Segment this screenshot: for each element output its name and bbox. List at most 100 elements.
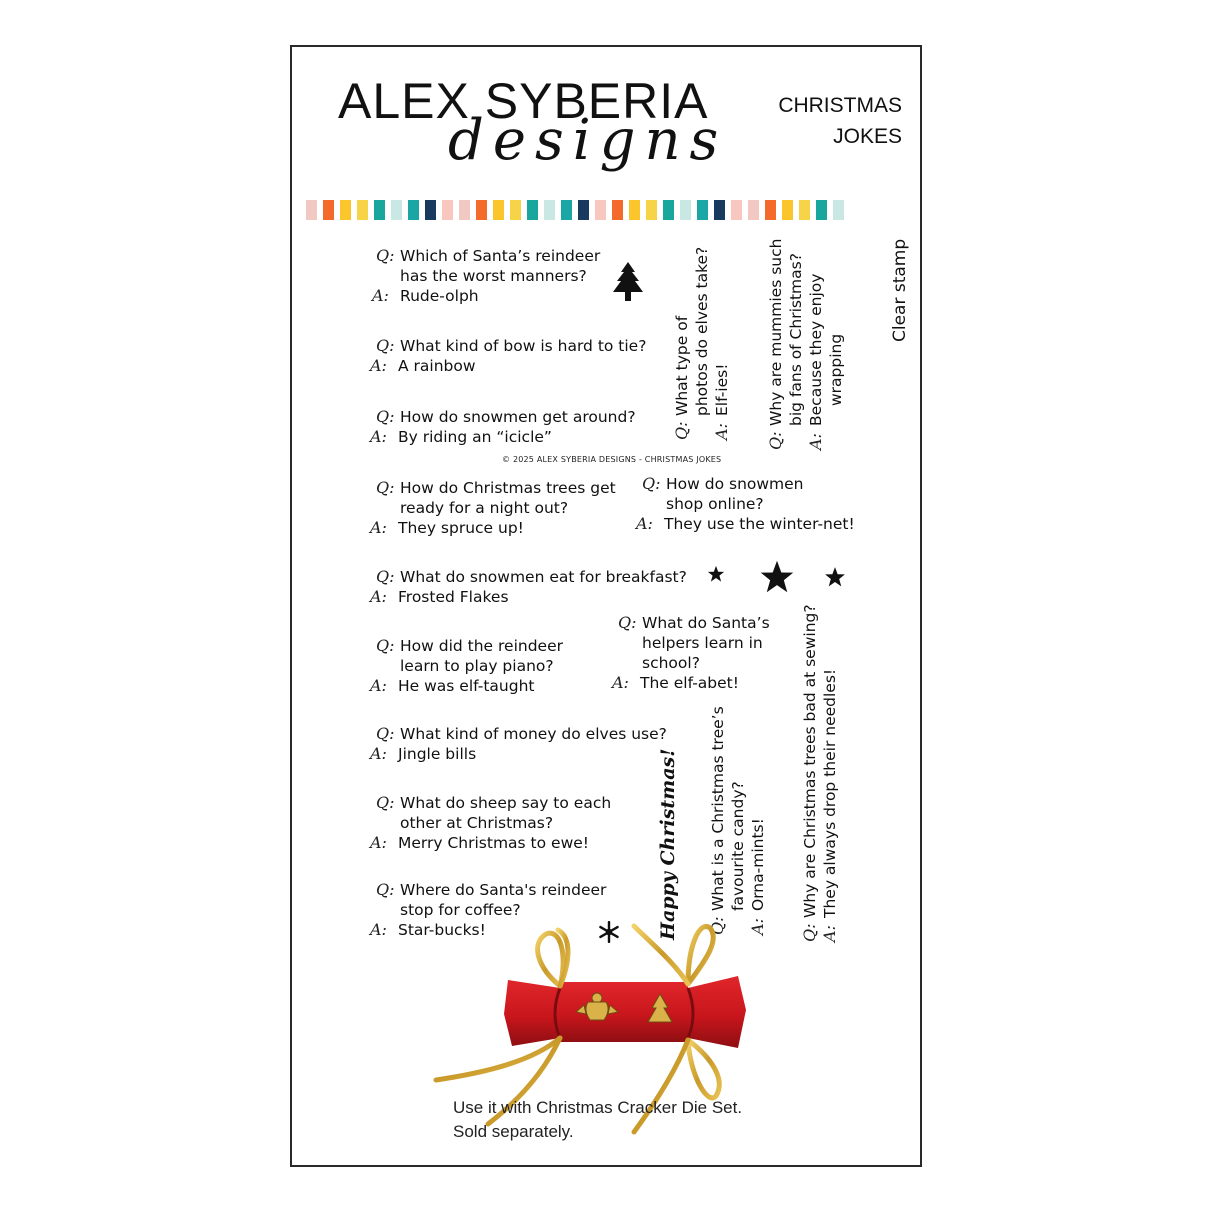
vertical-joke-2: Q: Why are mummies such big fans of Chris… — [766, 239, 846, 450]
medium-star-icon — [825, 567, 845, 587]
a-marker: A: — [806, 433, 825, 450]
question-line: ready for a night out? — [400, 499, 569, 517]
color-swatch — [765, 200, 776, 220]
question-line: What do Santa’s — [642, 614, 770, 632]
joke-9: Q:What kind of money do elves use? A:Jin… — [370, 724, 667, 764]
a-marker: A: — [370, 920, 387, 939]
color-swatch — [493, 200, 504, 220]
color-swatch — [731, 200, 742, 220]
color-swatch — [697, 200, 708, 220]
question-line: Where do Santa's reindeer — [400, 881, 607, 899]
answer-line: Star-bucks! — [398, 921, 486, 939]
answer-line: Jingle bills — [398, 745, 477, 763]
color-swatch — [612, 200, 623, 220]
color-swatch — [425, 200, 436, 220]
joke-1: Q: Which of Santa’s reindeer has the wors… — [372, 246, 601, 306]
question-line: stop for coffee? — [400, 901, 521, 919]
color-swatch — [306, 200, 317, 220]
question-line: What do sheep say to each — [400, 794, 612, 812]
question-line: other at Christmas? — [400, 814, 554, 832]
color-swatch — [578, 200, 589, 220]
answer-line: A rainbow — [398, 357, 476, 375]
a-marker: A: — [370, 587, 387, 606]
q-marker: Q: — [376, 724, 395, 743]
q-marker: Q: — [766, 431, 785, 450]
a-marker: A: — [712, 423, 731, 440]
question-line: How do snowmen get around? — [400, 408, 636, 426]
question-line: How did the reindeer — [400, 637, 563, 655]
joke-4: Q: How do Christmas trees get ready for a… — [370, 478, 616, 538]
question-line: school? — [642, 654, 700, 672]
question-line: big fans of Christmas? — [787, 253, 805, 426]
question-line: Why are Christmas trees bad at sewing? — [801, 604, 819, 918]
color-swatch — [357, 200, 368, 220]
q-marker: Q: — [642, 474, 661, 493]
tree-icon — [613, 262, 643, 301]
color-swatch — [748, 200, 759, 220]
product-title: CHRISTMAS JOKES — [742, 90, 902, 152]
a-marker: A: — [636, 514, 653, 533]
a-marker: A: — [370, 427, 387, 446]
color-swatch — [323, 200, 334, 220]
joke-10: Q: What do sheep say to each other at Chr… — [370, 793, 612, 853]
question-line: has the worst manners? — [400, 267, 587, 285]
question-line: photos do elves take? — [693, 246, 711, 416]
a-marker: A: — [370, 676, 387, 695]
color-swatch — [476, 200, 487, 220]
color-swatch — [646, 200, 657, 220]
answer-line: They use the winter-net! — [664, 515, 855, 533]
q-marker: Q: — [376, 336, 395, 355]
answer-line: Frosted Flakes — [398, 588, 509, 606]
a-marker: A: — [370, 518, 387, 537]
christmas-cracker-image — [433, 923, 746, 1135]
color-swatch — [714, 200, 725, 220]
question-line: helpers learn in — [642, 634, 763, 652]
question-line: learn to play piano? — [400, 657, 554, 675]
answer-line: Elf-ies! — [713, 363, 731, 416]
answer-line: Rude-olph — [400, 287, 479, 305]
joke-3: Q:How do snowmen get around? A:By riding… — [370, 407, 636, 447]
color-swatch — [782, 200, 793, 220]
q-marker: Q: — [376, 246, 395, 265]
usage-note-line2: Sold separately. — [453, 1122, 574, 1141]
color-strip — [306, 200, 918, 220]
usage-note: Use it with Christmas Cracker Die Set. S… — [453, 1096, 742, 1144]
answer-line: Merry Christmas to ewe! — [398, 834, 590, 852]
question-line: Why are mummies such — [767, 238, 785, 426]
color-swatch — [374, 200, 385, 220]
question-line: What type of — [673, 315, 691, 416]
large-star-icon — [760, 560, 794, 593]
color-swatch — [544, 200, 555, 220]
answer-line: Because they enjoy — [807, 273, 825, 426]
color-swatch — [680, 200, 691, 220]
joke-7: Q:What do Santa’s helpers learn in schoo… — [612, 613, 770, 693]
a-marker: A: — [370, 356, 387, 375]
small-star-icon — [707, 565, 725, 582]
q-marker: Q: — [376, 793, 395, 812]
q-marker: Q: — [376, 880, 395, 899]
color-swatch — [799, 200, 810, 220]
a-marker: A: — [370, 833, 387, 852]
q-marker: Q: — [376, 478, 395, 497]
color-swatch — [510, 200, 521, 220]
a-marker: A: — [612, 673, 629, 692]
question-line: What kind of money do elves use? — [400, 725, 667, 743]
joke-6: Q:What do snowmen eat for breakfast? A:F… — [370, 567, 687, 607]
brand-name: ALEX SYBERIA — [338, 73, 709, 129]
q-marker: Q: — [800, 923, 819, 942]
product-title-line2: JOKES — [833, 125, 902, 148]
color-swatch — [408, 200, 419, 220]
question-line: Which of Santa’s reindeer — [400, 247, 601, 265]
joke-11: Q: Where do Santa's reindeer stop for cof… — [370, 880, 607, 940]
color-swatch — [595, 200, 606, 220]
color-swatch — [629, 200, 640, 220]
q-marker: Q: — [376, 407, 395, 426]
answer-line: He was elf-taught — [398, 677, 535, 695]
vertical-joke-3: Q:What is a Christmas tree’s favourite c… — [708, 706, 768, 935]
color-swatch — [340, 200, 351, 220]
question-line: How do Christmas trees get — [400, 479, 616, 497]
answer-line: Orna-mints! — [749, 818, 767, 911]
answer-line: wrapping — [827, 333, 845, 406]
copyright-line: © 2025 ALEX SYBERIA DESIGNS - CHRISTMAS … — [502, 455, 722, 464]
color-swatch — [442, 200, 453, 220]
